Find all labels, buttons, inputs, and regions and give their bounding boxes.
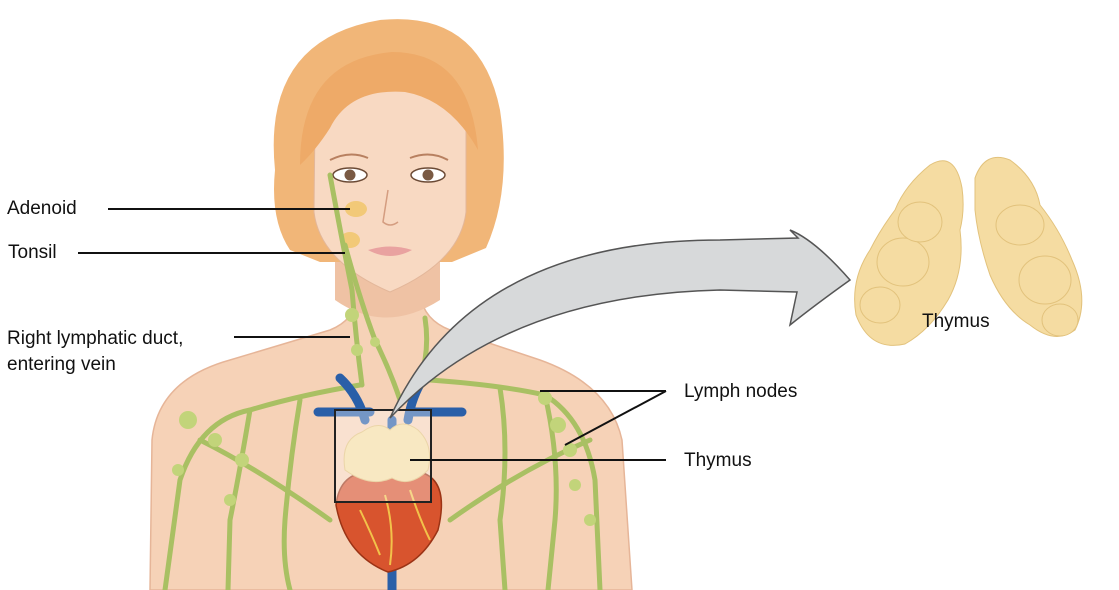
thymus-highlight-box xyxy=(334,409,432,503)
nose xyxy=(382,189,399,226)
leader-lines xyxy=(78,208,667,461)
label-thymus-enlarged: Thymus xyxy=(922,311,990,332)
adenoid-blob xyxy=(345,201,367,217)
label-adenoid: Adenoid xyxy=(7,198,77,219)
enlarge-arrow xyxy=(389,229,852,419)
label-right-lymphatic-duct-1: Right lymphatic duct, xyxy=(7,328,184,349)
hair-fringe xyxy=(300,52,478,165)
eyes xyxy=(329,153,449,183)
chest-thymus xyxy=(343,423,431,483)
label-lymph-nodes: Lymph nodes xyxy=(684,381,798,402)
label-thymus: Thymus xyxy=(684,450,752,471)
label-right-lymphatic-duct-2: entering vein xyxy=(7,354,116,375)
lips xyxy=(368,246,412,256)
label-tonsil: Tonsil xyxy=(8,242,57,263)
lymph-nodes-markers xyxy=(172,308,596,526)
enlarged-thymus xyxy=(854,156,1083,346)
